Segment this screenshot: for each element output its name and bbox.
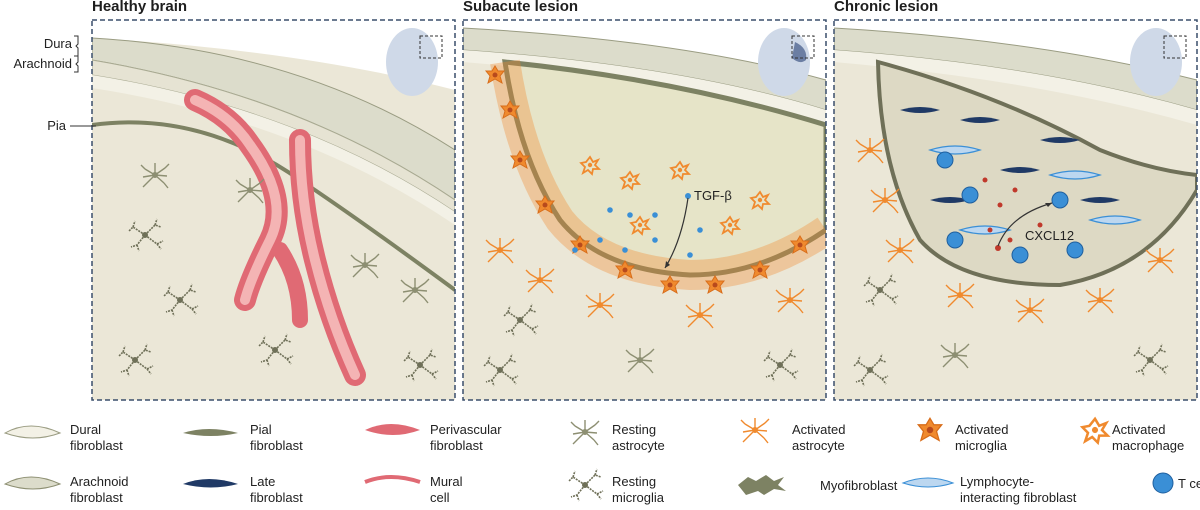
legend-lymphocyte-fibroblast: Lymphocyte-interacting fibroblast — [960, 474, 1077, 505]
panel-title-chronic: Chronic lesion — [834, 0, 939, 15]
legend-lymphocyte-fibroblast-icon — [901, 477, 955, 488]
legend-pial-icon — [183, 429, 238, 436]
brain-inset-icon-3 — [1130, 28, 1187, 96]
meninges-brackets — [70, 35, 96, 127]
legend-mural-icon — [364, 475, 421, 484]
legend-arachnoid-icon — [3, 476, 62, 490]
legend-resting-microglia-icon — [568, 468, 604, 502]
legend-activated-microglia-icon — [917, 417, 943, 442]
panel-title-healthy: Healthy brain — [92, 0, 188, 15]
brain-inset-icon-2 — [758, 28, 815, 96]
label-arachnoid: Arachnoid — [13, 56, 72, 71]
annotation-cxcl12: CXCL12 — [1025, 228, 1074, 243]
brain-inset-icon — [386, 28, 443, 96]
legend-tcell-icon — [1152, 472, 1174, 494]
legend-myofibroblast: Myofibroblast — [820, 478, 898, 493]
legend-activated-macrophage-icon — [1081, 417, 1109, 444]
legend-perivascular-icon — [365, 424, 420, 435]
legend-tcells: T cells — [1178, 476, 1200, 491]
panel-title-subacute: Subacute lesion — [463, 0, 579, 15]
annotation-tgf-beta: TGF-β — [694, 188, 732, 203]
legend-resting-astrocyte-icon — [570, 419, 600, 446]
legend-activated-astrocyte-icon — [740, 417, 770, 444]
legend-dural-icon — [3, 425, 62, 439]
legend-icons — [3, 417, 1174, 502]
legend-late-icon — [183, 479, 238, 488]
panel-chronic: CXCL12 — [834, 20, 1197, 400]
legend-myofibroblast-icon — [738, 475, 786, 495]
label-pia: Pia — [47, 118, 66, 133]
label-dura: Dura — [43, 36, 72, 51]
